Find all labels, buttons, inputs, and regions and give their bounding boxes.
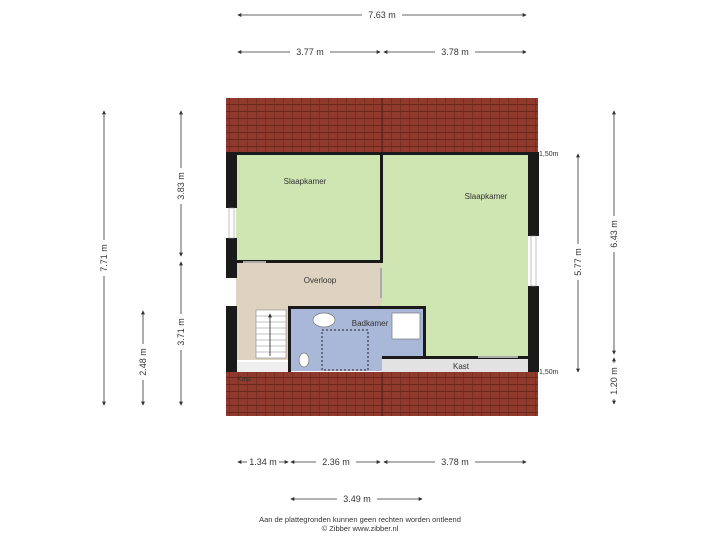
room-label-closet-right: Kast (453, 362, 470, 371)
height-label-top: 1,50m (539, 151, 559, 158)
dim-left-total: 7.71 m (99, 244, 109, 272)
dim-left-lower: 3.71 m (176, 318, 186, 346)
closet-right-area (382, 358, 528, 372)
toilet-icon (298, 352, 310, 368)
dim-left-upper: 3.83 m (176, 172, 186, 200)
closet-left-area (236, 362, 288, 372)
dim-right-total: 6.43 m (609, 220, 619, 248)
dim-right-bottom: 1.20 m (609, 367, 619, 395)
dim-top-total: 7.63 m (368, 10, 396, 20)
room-label-bedroom-right: Slaapkamer (465, 192, 508, 201)
stairs (255, 309, 287, 359)
dim-top-left: 3.77 m (296, 47, 324, 57)
sink-icon (312, 312, 336, 328)
dim-bottom-mid: 2.36 m (322, 457, 350, 467)
dim-right-inner: 5.77 m (573, 248, 583, 276)
dim-bottom-right: 3.78 m (441, 457, 469, 467)
landing-area (236, 262, 382, 308)
shower-area-dashed (321, 329, 369, 371)
shower-icon (391, 312, 421, 340)
dim-bottom-lower: 3.49 m (343, 494, 371, 504)
bedroom-left-area (236, 154, 382, 262)
room-label-bathroom: Badkamer (352, 319, 389, 328)
dim-left-outer-small: 2.48 m (138, 348, 148, 376)
walls (226, 152, 539, 372)
room-label-closet-left: Kast (237, 376, 251, 383)
copyright-text: © Zibber www.zibber.nl (321, 524, 399, 533)
window-right (530, 235, 537, 287)
window-left (228, 207, 235, 239)
disclaimer-text: Aan de plattegronden kunnen geen rechten… (259, 515, 461, 524)
dim-top-right: 3.78 m (441, 47, 469, 57)
room-label-bedroom-left: Slaapkamer (284, 177, 327, 186)
dim-bottom-left: 1.34 m (249, 457, 277, 467)
room-label-landing: Overloop (304, 276, 337, 285)
height-label-bottom: 1,50m (539, 369, 559, 376)
